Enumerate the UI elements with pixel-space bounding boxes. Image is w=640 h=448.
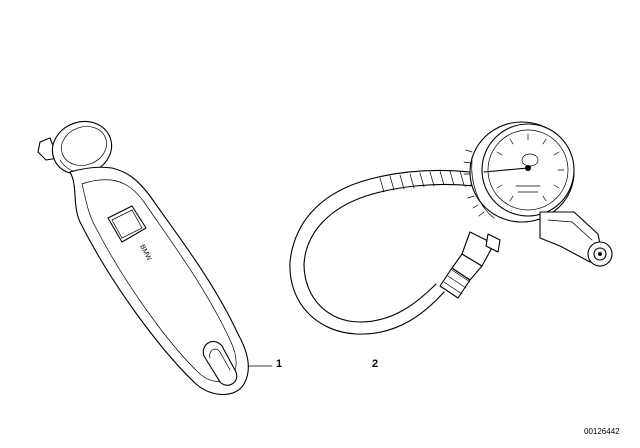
dial-tire-inflator-gauge-icon	[289, 121, 613, 335]
diagram-id-label: 00126442	[584, 427, 620, 436]
callout-number-1: 1	[276, 358, 283, 370]
digital-tire-pressure-gauge-icon: BMW	[37, 120, 273, 396]
callout-number-2: 2	[372, 358, 379, 370]
